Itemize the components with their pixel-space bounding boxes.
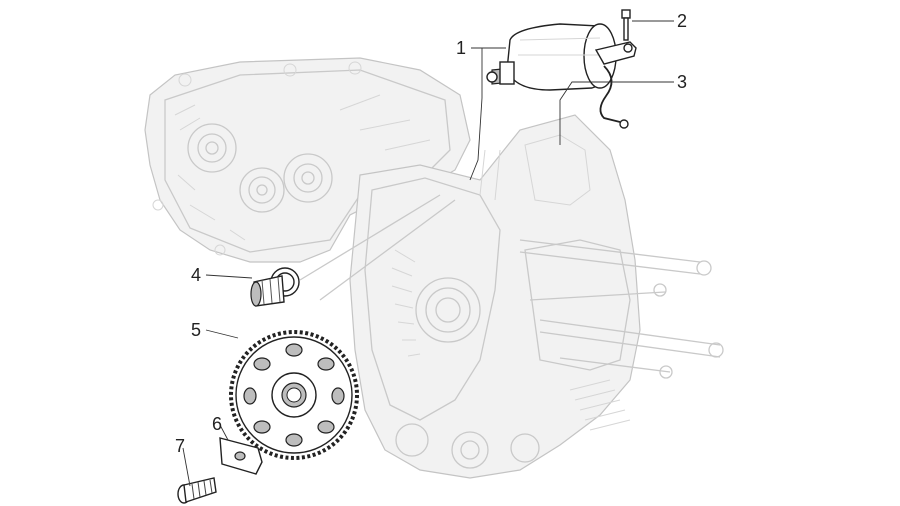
- pinion-gear: [250, 267, 300, 307]
- callout-7: 7: [175, 436, 185, 456]
- callout-1: 1: [456, 38, 466, 58]
- starter-bolt: [594, 9, 637, 65]
- callout-6: 6: [212, 414, 222, 434]
- callout-4: 4: [191, 265, 201, 285]
- left-crankcase-ghost: [144, 57, 471, 263]
- leader-lines: [182, 20, 674, 487]
- callout-2: 2: [677, 11, 687, 31]
- starter-cable: [599, 65, 629, 129]
- callout-labels: 1 2 3 4 5 6 7: [175, 11, 687, 456]
- retaining-plate: [219, 437, 263, 475]
- engine-block-ghost: [349, 114, 724, 479]
- retaining-screw: [177, 477, 217, 504]
- starter-motor: [486, 23, 617, 91]
- starter-ring-gear: [229, 330, 359, 460]
- callout-3: 3: [677, 72, 687, 92]
- callout-5: 5: [191, 320, 201, 340]
